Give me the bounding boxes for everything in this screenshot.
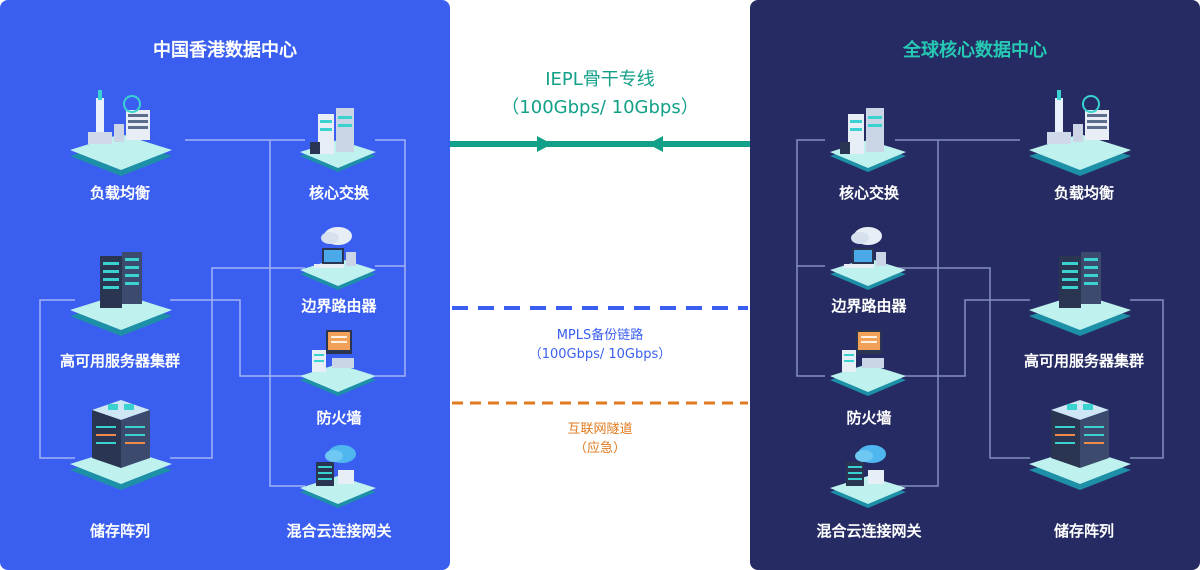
firewall-icon bbox=[830, 330, 906, 396]
left-wiring bbox=[39, 139, 406, 487]
left-ha-cluster-label: 高可用服务器集群 bbox=[59, 352, 180, 370]
iepl-link-label: IEPL骨干专线 （100Gbps/ 10Gbps） bbox=[450, 66, 750, 122]
internet-tunnel-name: 互联网隧道 bbox=[567, 422, 633, 437]
core-switch-icon bbox=[830, 108, 906, 172]
storage-array-icon bbox=[70, 400, 172, 490]
iepl-arrow-right bbox=[537, 136, 552, 152]
left-edge-router-label: 边界路由器 bbox=[301, 297, 377, 315]
cloud-gateway-icon bbox=[300, 445, 376, 508]
left-load-balancer-label: 负载均衡 bbox=[89, 184, 150, 202]
mpls-link-label: MPLS备份链路 （100Gbps/ 10Gbps） bbox=[450, 326, 750, 364]
router-icon bbox=[300, 227, 376, 290]
hong-kong-datacenter-panel bbox=[0, 0, 450, 570]
left-firewall-label: 防火墙 bbox=[316, 409, 362, 427]
left-datacenter-title: 中国香港数据中心 bbox=[153, 40, 297, 61]
right-load-balancer-label: 负载均衡 bbox=[1053, 184, 1114, 202]
left-hybrid-gateway-label: 混合云连接网关 bbox=[286, 522, 392, 540]
left-core-switch-label: 核心交换 bbox=[308, 184, 369, 202]
right-edge-router-label: 边界路由器 bbox=[831, 297, 907, 315]
right-hybrid-gateway-label: 混合云连接网关 bbox=[816, 522, 922, 540]
load-balancer-icon bbox=[70, 90, 172, 176]
right-datacenter-title: 全球核心数据中心 bbox=[903, 40, 1047, 61]
router-icon bbox=[830, 227, 906, 290]
iepl-link-name: IEPL骨干专线 bbox=[545, 69, 655, 90]
internet-tunnel-label: 互联网隧道 （应急） bbox=[450, 420, 750, 458]
storage-array-icon bbox=[1029, 400, 1131, 490]
right-core-switch-label: 核心交换 bbox=[838, 184, 899, 202]
mpls-link-bandwidth: （100Gbps/ 10Gbps） bbox=[528, 347, 672, 362]
mpls-link-name: MPLS备份链路 bbox=[556, 328, 644, 343]
iepl-arrow-left bbox=[648, 136, 663, 152]
server-cluster-icon bbox=[70, 252, 172, 336]
server-cluster-icon bbox=[1029, 252, 1131, 336]
right-firewall-label: 防火墙 bbox=[846, 409, 892, 427]
right-ha-cluster-label: 高可用服务器集群 bbox=[1023, 352, 1144, 370]
cloud-gateway-icon bbox=[830, 445, 906, 508]
load-balancer-icon bbox=[1029, 90, 1131, 176]
firewall-icon bbox=[300, 330, 376, 396]
right-wiring bbox=[796, 139, 1164, 487]
internet-tunnel-note: （应急） bbox=[573, 441, 626, 456]
core-switch-icon bbox=[300, 108, 376, 172]
right-storage-array-label: 储存阵列 bbox=[1053, 522, 1114, 540]
left-storage-array-label: 储存阵列 bbox=[89, 522, 150, 540]
global-core-datacenter-panel bbox=[750, 0, 1200, 570]
iepl-link-bandwidth: （100Gbps/ 10Gbps） bbox=[501, 97, 699, 118]
